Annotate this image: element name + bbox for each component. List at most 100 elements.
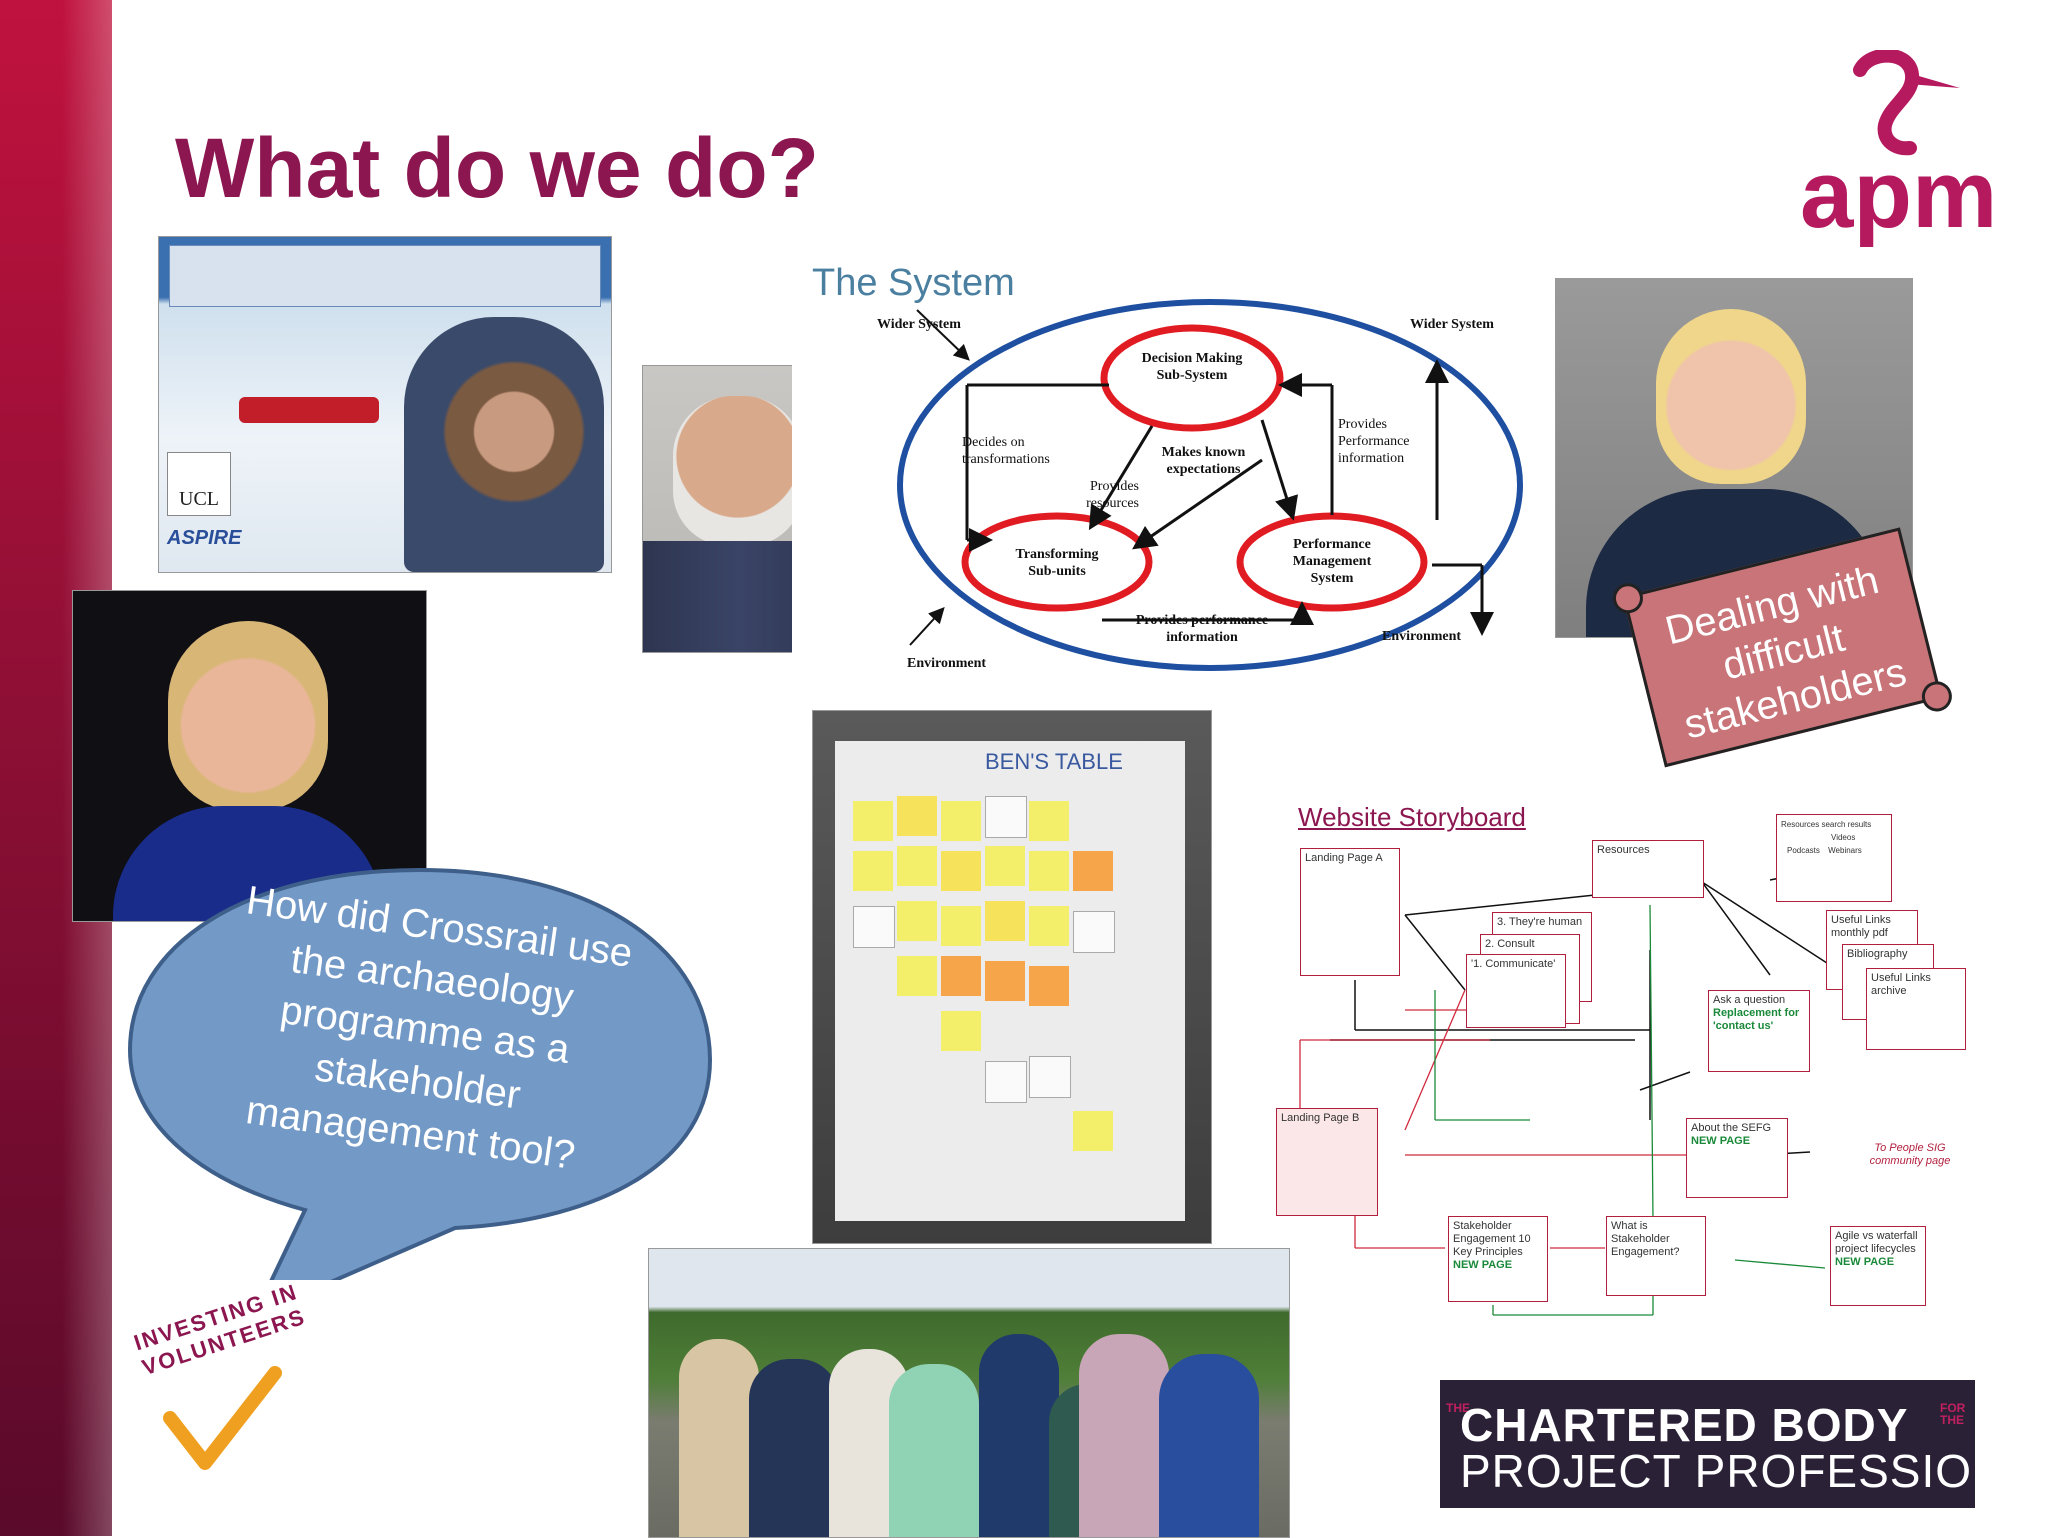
sticky-note (985, 961, 1025, 1001)
podcasts-label: Podcasts (1787, 846, 1820, 855)
sticky-note (985, 796, 1027, 838)
landing-page-b-label: Landing Page B (1281, 1112, 1360, 1124)
scroll-body: Dealing with difficult stakeholders (1622, 527, 1943, 768)
decision-label: Decision Making Sub-System (1141, 351, 1243, 383)
about-sefg-label: About the SEFG (1691, 1122, 1772, 1134)
useful-links-pdf-label: Useful Links monthly pdf (1831, 914, 1891, 939)
storyboard-title: Website Storyboard (1298, 802, 1526, 832)
useful-links-archive-label: Useful Links archive (1871, 972, 1931, 997)
wider-system-ellipse (897, 299, 1523, 671)
resources-search-label: Resources search results (1781, 820, 1872, 829)
agile-new-page-label: NEW PAGE (1835, 1256, 1895, 1268)
partner-logos-strip (169, 245, 601, 307)
provides-perf-info-label: Provides Performance information (1338, 417, 1410, 466)
woman-face (168, 621, 328, 811)
apm-logo: apm (1800, 48, 2010, 248)
what-is-label: What is Stakeholder Engagement? (1611, 1220, 1680, 1258)
sticky-note (853, 906, 895, 948)
webinars-label: Webinars (1828, 846, 1862, 855)
resources-label: Resources (1597, 844, 1650, 856)
apm-bird-icon (1853, 48, 1960, 156)
agile-label: Agile vs waterfall project lifecycles (1835, 1230, 1918, 1255)
wider-system-left-label: Wider System (877, 317, 961, 332)
person (749, 1359, 839, 1537)
sticky-note (1073, 1111, 1113, 1151)
replacement-label: Replacement for 'contact us' (1713, 1007, 1800, 1032)
sticky-note (941, 956, 981, 996)
website-storyboard: Website Storyboard (1270, 790, 1970, 1330)
apm-logo-text: apm (1800, 141, 1998, 248)
provides-resources-label: Provides resources (1086, 479, 1139, 511)
sticky-note (897, 901, 937, 941)
wider-system-right-label: Wider System (1410, 317, 1494, 332)
system-title: The System (812, 262, 1015, 304)
sticky-note (1073, 851, 1113, 891)
performance-label: Performance Management System (1292, 537, 1372, 586)
agile-box: Agile vs waterfall project lifecycles NE… (1830, 1226, 1926, 1306)
stakeholder-10-label: Stakeholder Engagement 10 Key Principles (1453, 1220, 1531, 1258)
person (679, 1339, 759, 1537)
chartered-the-label: THE (1446, 1401, 1470, 1415)
sticky-note (985, 1061, 1027, 1103)
explorer-photo: UCL ASPIRE (158, 236, 612, 573)
stakeholder-10-box: Stakeholder Engagement 10 Key Principles… (1448, 1216, 1548, 1302)
flipchart-paper: BEN'S TABLE (835, 741, 1185, 1221)
person (889, 1364, 979, 1537)
communicate-box: '1. Communicate' (1466, 954, 1566, 1028)
consult-label: 2. Consult (1485, 938, 1535, 950)
sticky-note (1073, 911, 1115, 953)
person (1079, 1334, 1169, 1537)
sledge (239, 397, 379, 423)
provides-perf-bottom-label: Provides performance information (1135, 613, 1269, 645)
sticky-note (897, 956, 937, 996)
sticky-note (853, 801, 893, 841)
resources-box: Resources (1592, 840, 1704, 898)
environment-right-label: Environment (1382, 629, 1462, 644)
environment-left-label: Environment (907, 656, 987, 671)
sticky-note (853, 851, 893, 891)
transforming-label: Transforming Sub-units (1015, 547, 1099, 579)
about-sefg-box: About the SEFG NEW PAGE (1686, 1118, 1788, 1198)
person (979, 1334, 1059, 1537)
ask-question-label: Ask a question (1713, 994, 1786, 1006)
communicate-label: '1. Communicate' (1471, 958, 1556, 970)
speech-bubble: How did Crossrail use the archaeology pr… (125, 860, 715, 1319)
sticky-note (941, 906, 981, 946)
sticky-note (985, 846, 1025, 886)
explorer-figure (404, 317, 604, 572)
resources-search-box: Resources search results Videos Podcasts… (1776, 814, 1892, 902)
sticky-note (897, 796, 937, 836)
useful-links-archive-box: Useful Links archive (1866, 968, 1966, 1050)
what-is-box: What is Stakeholder Engagement? (1606, 1216, 1706, 1296)
sticky-note (941, 801, 981, 841)
transforming-node (961, 512, 1153, 612)
chartered-body-banner: THE CHARTERED BODY FOR THE PROJECT PROFE… (1440, 1380, 2005, 1508)
person (1159, 1354, 1259, 1537)
blonde-woman-face (1656, 309, 1806, 484)
sticky-note (1029, 851, 1069, 891)
sticky-note (985, 901, 1025, 941)
sticky-note (941, 851, 981, 891)
aspire-logo-text: ASPIRE (167, 527, 242, 549)
ask-question-box: Ask a question Replacement for 'contact … (1708, 990, 1810, 1072)
flipchart-header: BEN'S TABLE (985, 749, 1123, 774)
sticky-note (1029, 801, 1069, 841)
videos-label: Videos (1831, 833, 1856, 842)
bibliography-label: Bibliography (1847, 948, 1908, 960)
speech-bubble-shape (127, 867, 713, 1319)
landing-page-a-box: Landing Page A (1300, 848, 1400, 976)
sticky-note (897, 846, 937, 886)
scroll-text: Dealing with difficult stakeholders (1660, 557, 1911, 748)
landing-page-a-label: Landing Page A (1305, 852, 1383, 864)
sticky-note (1029, 1056, 1071, 1098)
theyre-human-label: 3. They're human (1497, 916, 1583, 928)
man-face (673, 396, 803, 546)
chartered-for-the-label: FOR THE (1940, 1401, 1966, 1427)
to-people-sig-note: To People SIG community page (1869, 1142, 1951, 1167)
sticky-note (1029, 906, 1069, 946)
landing-page-b-box: Landing Page B (1276, 1108, 1378, 1216)
investing-in-volunteers-logo: INVESTING IN VOLUNTEERS (125, 1279, 315, 1508)
performance-node (1236, 512, 1428, 612)
sticky-note (941, 1011, 981, 1051)
chartered-line1: CHARTERED BODY (1460, 1399, 1909, 1451)
